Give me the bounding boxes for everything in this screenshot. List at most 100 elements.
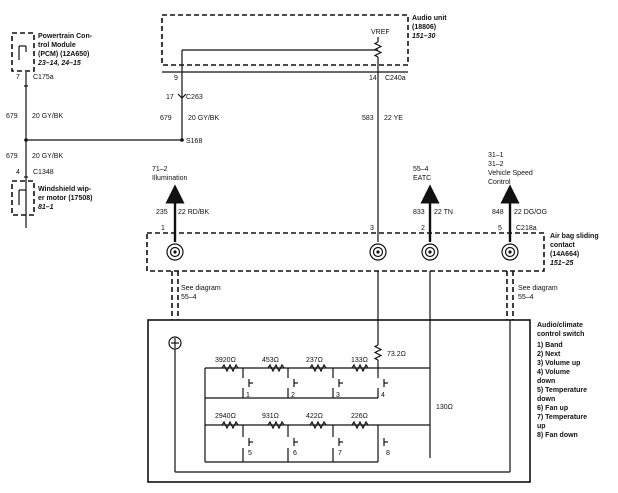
contact-title-1: Air bag sliding: [550, 233, 599, 240]
contact-part: (14A664): [550, 251, 579, 258]
illum-color: 22 RD/BK: [178, 209, 209, 216]
bottom-resistor-2: 931Ω: [262, 413, 279, 420]
lower-wire-color: 20 GY/BK: [32, 153, 63, 160]
audio-right-circuit: 583: [362, 115, 374, 122]
vsc-ref-2: 31–2: [488, 161, 504, 168]
audio-unit: Audio unit (18806) 151–30 VREF 9 14 C240…: [161, 14, 447, 82]
bottom-resistor-ladder: 2940Ω 931Ω 422Ω 226Ω 5 6: [205, 413, 430, 463]
see-right-1: See diagram: [518, 285, 558, 292]
contact-to-switch-wires: See diagram 55–4 See diagram 55–4: [171, 271, 558, 458]
contact-title-2: contact: [550, 242, 576, 249]
button-label-5: 5: [248, 450, 252, 457]
switch-button-4: 4: [377, 368, 388, 399]
vsc-circuit: 848: [492, 209, 504, 216]
splice-label: S168: [186, 138, 202, 145]
illumination-lamp-symbol: [168, 336, 182, 350]
pcm-wire-color: 20 GY/BK: [32, 113, 63, 120]
contact-coil-3: [369, 243, 387, 261]
audio-left-color: 20 GY/BK: [188, 115, 219, 122]
pcm-circuit: 679: [6, 113, 18, 120]
illumination-label: Illumination: [152, 175, 188, 182]
button-label-6: 6: [293, 450, 297, 457]
switch-title-2: control switch: [537, 331, 584, 338]
pcm-title-3: (PCM) (12A650): [38, 51, 89, 58]
top-resistor-3: 237Ω: [306, 357, 323, 364]
wiper-connector: C1348: [33, 169, 54, 176]
pcm-title-1: Powertrain Con-: [38, 33, 93, 40]
switch-button-7: 7: [332, 425, 343, 462]
vsc-label-1: Vehicle Speed: [488, 170, 533, 177]
button-label-7: 7: [338, 450, 342, 457]
top-resistor-ladder: 3920Ω 453Ω 237Ω 133Ω 1 2: [204, 357, 388, 462]
top-resistor-2: 453Ω: [262, 357, 279, 364]
pcm-module: Powertrain Con- trol Module (PCM) (12A65…: [6, 32, 202, 228]
audio-pin-left: 9: [174, 75, 178, 82]
function-7-cont: up: [537, 423, 546, 430]
switch-function-list: 1) Band 2) Next 3) Volume up 4) Volume d…: [537, 342, 587, 439]
switch-button-1: 1: [242, 368, 253, 399]
switch-title-1: Audio/climate: [537, 322, 583, 329]
bottom-resistor-4: 226Ω: [351, 413, 368, 420]
pcm-title-2: trol Module: [38, 42, 76, 49]
pcm-ref: 23–14, 24–15: [37, 60, 81, 67]
pcm-pin: 7: [16, 74, 20, 81]
function-2: 2) Next: [537, 351, 561, 358]
function-5: 5) Temperature: [537, 387, 587, 394]
audio-left-circuit: 679: [160, 115, 172, 122]
vehicle-speed-circuit: 31–1 31–2 Vehicle Speed Control 848 22 D…: [488, 152, 547, 242]
lower-circuit: 679: [6, 153, 18, 160]
see-left-1: See diagram: [181, 285, 221, 292]
top-resistor-1: 3920Ω: [215, 357, 236, 364]
contact-ref: 151–25: [550, 260, 573, 267]
eatc-circuit-num: 833: [413, 209, 425, 216]
c263-pin: 17: [166, 94, 174, 101]
audio-part: (18806): [412, 24, 436, 31]
contact-coil-2: [421, 243, 439, 261]
button-label-8: 8: [386, 450, 390, 457]
function-1: 1) Band: [537, 342, 563, 349]
c263-connector: C263: [186, 94, 203, 101]
contact-pin-1: 1: [161, 225, 165, 232]
switch-button-3: 3: [332, 368, 343, 399]
wiper-pin: 4: [16, 169, 20, 176]
eatc-ref: 55–4: [413, 166, 429, 173]
function-3: 3) Volume up: [537, 360, 580, 367]
contact-pin-3: 3: [370, 225, 374, 232]
button-label-4: 4: [381, 392, 385, 399]
bottom-resistor-3: 422Ω: [306, 413, 323, 420]
contact-pin-5: 5: [498, 225, 502, 232]
audio-title: Audio unit: [412, 15, 447, 22]
contact-connector: C218a: [516, 225, 537, 232]
switch-button-8: 8: [383, 438, 390, 457]
vsc-label-2: Control: [488, 179, 511, 186]
contact-coil-1: [166, 243, 184, 261]
eatc-circuit: 55–4 EATC 833 22 TN: [413, 166, 453, 242]
audio-ref: 151–30: [412, 33, 435, 40]
eatc-label: EATC: [413, 175, 431, 182]
switch-button-5: 5: [242, 425, 253, 462]
side-resistor-1: 73.2Ω: [387, 351, 406, 358]
audio-right-color: 22 YE: [384, 115, 403, 122]
airbag-sliding-contact: 1 3 2 5 C218a Air bag sliding contact (1…: [146, 225, 599, 272]
vsc-color: 22 DG/OG: [514, 209, 547, 216]
illumination-ref: 71–2: [152, 166, 168, 173]
audio-connector: C240a: [385, 75, 406, 82]
bottom-resistor-1: 2940Ω: [215, 413, 236, 420]
function-4-cont: down: [537, 378, 555, 385]
wiper-title-2: er motor (17508): [38, 195, 92, 202]
button-label-2: 2: [291, 392, 295, 399]
eatc-color: 22 TN: [434, 209, 453, 216]
function-8: 8) Fan down: [537, 432, 578, 439]
audio-wires: 17 C263 679 20 GY/BK 583 22 YE: [160, 72, 403, 242]
wiper-motor: 4 C1348 Windshield wip- er motor (17508)…: [11, 169, 92, 216]
wiper-ref: 81–1: [38, 204, 54, 211]
contact-coil-5: [501, 243, 519, 261]
pcm-connector: C175a: [33, 74, 54, 81]
side-resistor-2: 130Ω: [436, 404, 453, 411]
function-5-cont: down: [537, 396, 555, 403]
audio-pin-right: 14: [369, 75, 377, 82]
wiper-title-1: Windshield wip-: [38, 186, 92, 193]
vref-label: VREF: [371, 29, 390, 36]
function-7: 7) Temperature: [537, 414, 587, 421]
